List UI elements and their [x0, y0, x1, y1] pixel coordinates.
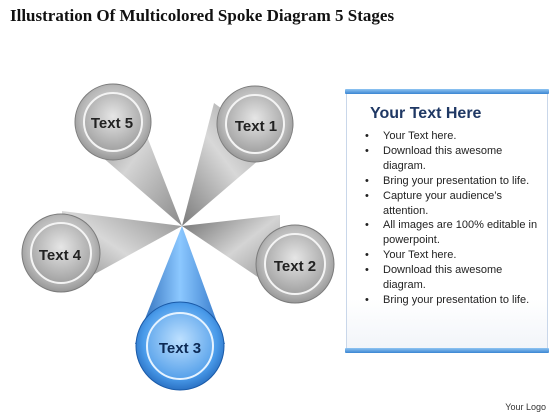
list-item: Download this awesome diagram.: [361, 144, 547, 174]
spoke-text-2: [182, 215, 280, 292]
page-title: Illustration Of Multicolored Spoke Diagr…: [10, 6, 395, 25]
node-label-text-5: Text 5: [91, 115, 133, 132]
panel-title: Your Text Here: [370, 105, 482, 122]
node-label-text-2: Text 2: [274, 258, 316, 275]
list-item: Capture your audience’s attention.: [361, 189, 547, 219]
node-text-3: Text 3: [135, 301, 225, 391]
list-item: Download this awesome diagram.: [361, 263, 547, 293]
node-text-4: Text 4: [21, 213, 101, 293]
panel-bullet-list: Your Text here. Download this awesome di…: [361, 129, 547, 308]
node-label-text-3: Text 3: [159, 340, 201, 357]
node-text-2: Text 2: [255, 224, 335, 304]
node-text-1: Text 1: [216, 85, 294, 163]
node-label-text-1: Text 1: [235, 118, 277, 135]
logo-text: Your Logo: [505, 402, 546, 412]
panel-top-bar: [345, 89, 549, 94]
node-label-text-4: Text 4: [39, 247, 82, 264]
text-panel: Your Text Here Your Text here. Download …: [345, 89, 549, 353]
list-item: Bring your presentation to life.: [361, 293, 547, 308]
list-item: Your Text here.: [361, 248, 547, 263]
list-item: All images are 100% editable in powerpoi…: [361, 218, 547, 248]
panel-bottom-bar: [345, 348, 549, 353]
node-text-5: Text 5: [74, 83, 152, 161]
list-item: Bring your presentation to life.: [361, 174, 547, 189]
list-item: Your Text here.: [361, 129, 547, 144]
